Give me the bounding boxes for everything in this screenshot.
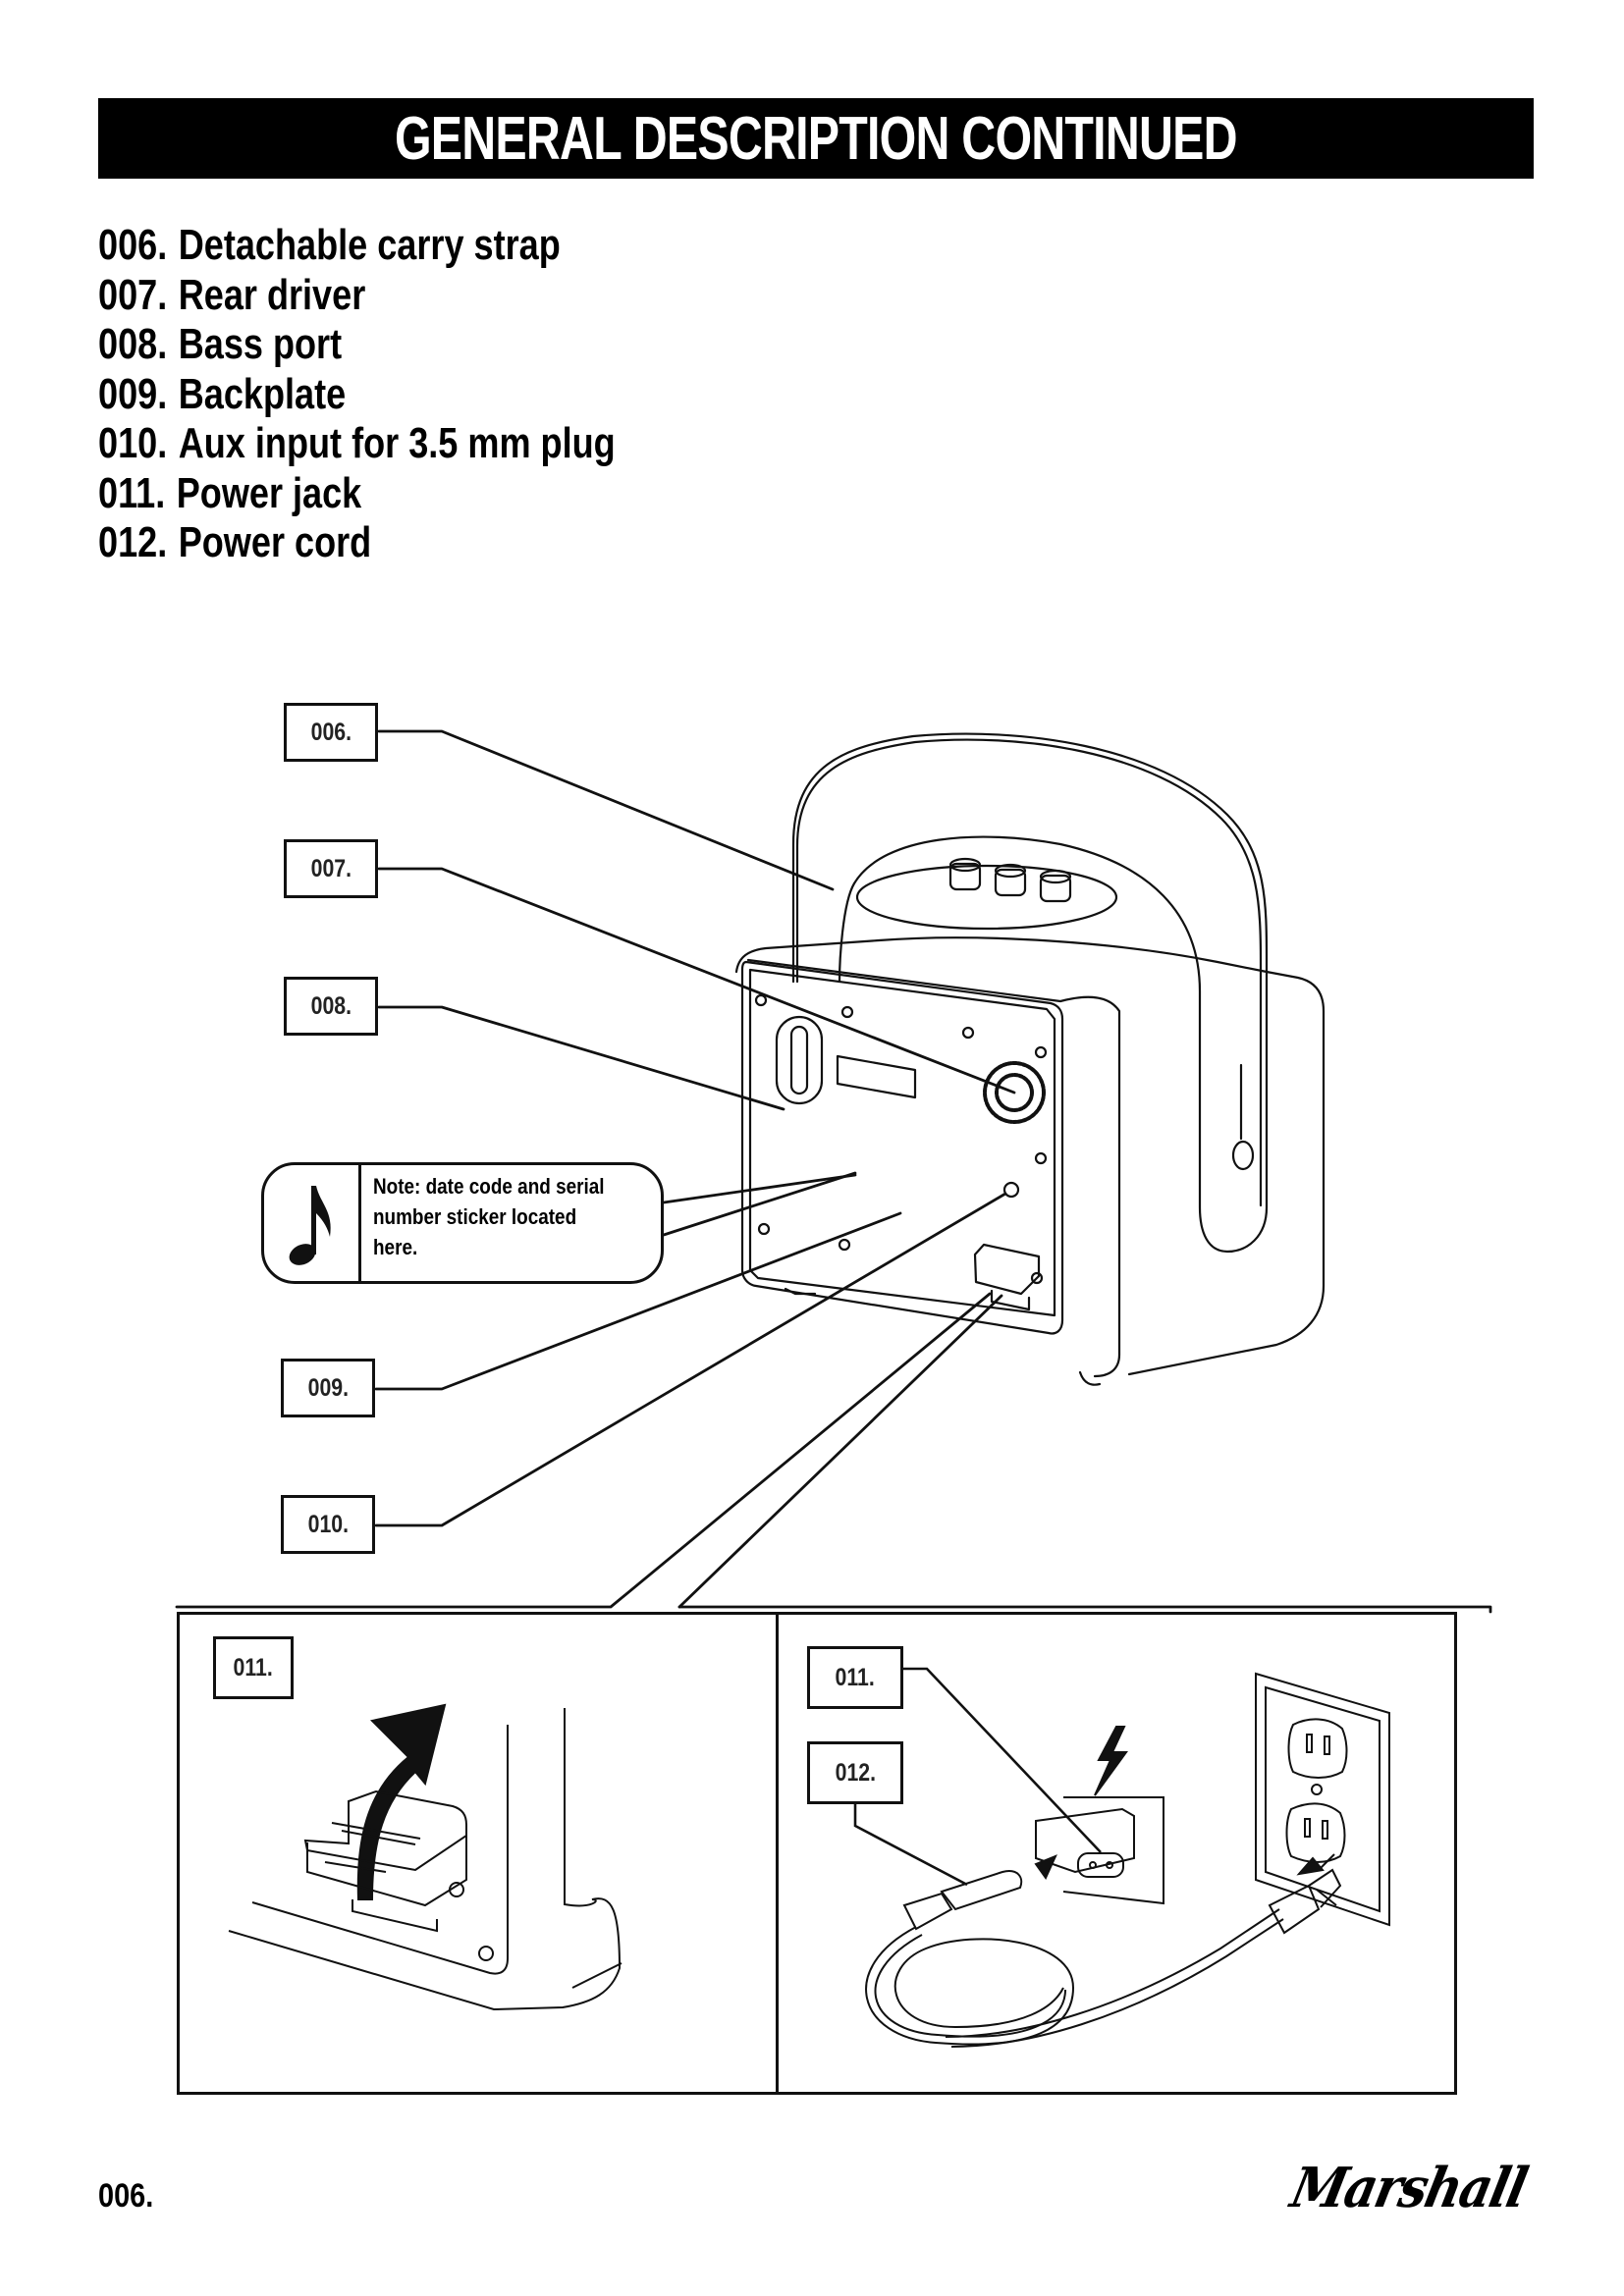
detail-panel-plug-in <box>776 1612 1457 2095</box>
lightning-bolt-icon <box>1094 1726 1128 1796</box>
note-line: number sticker located <box>373 1204 577 1229</box>
flip-up-arrow-icon <box>356 1703 447 1900</box>
power-jack-housing <box>973 1243 1041 1296</box>
power-cord-connection-illustration <box>865 1672 1390 2048</box>
part-label: Detachable carry strap <box>178 221 561 269</box>
callout-strap: 006. <box>284 703 378 762</box>
callout-aux-input: 010. <box>281 1495 375 1554</box>
sticker-area <box>836 1054 917 1099</box>
callout-label: 008. <box>310 991 352 1020</box>
note-text: Note: date code and serial number sticke… <box>361 1165 654 1281</box>
callout-label: 010. <box>307 1510 349 1538</box>
note-line: here. <box>373 1235 418 1259</box>
part-label: Power cord <box>178 518 372 566</box>
section-header: GENERAL DESCRIPTION CONTINUED <box>98 98 1534 179</box>
bass-port <box>775 1015 824 1105</box>
note-callout: Note: date code and serial number sticke… <box>261 1162 664 1284</box>
callout-backplate: 009. <box>281 1359 375 1417</box>
part-item: 010.Aux input for 3.5 mm plug <box>98 419 616 469</box>
part-number: 010. <box>98 419 168 467</box>
part-item: 006.Detachable carry strap <box>98 221 616 271</box>
aux-input-jack <box>1002 1181 1020 1199</box>
detail-panel-open-cover <box>177 1612 779 2095</box>
part-item: 011.Power jack <box>98 469 616 519</box>
part-item: 009.Backplate <box>98 370 616 420</box>
part-number: 011. <box>98 468 166 517</box>
part-number: 006. <box>98 221 168 269</box>
part-label: Bass port <box>178 320 343 368</box>
callout-power-jack-right: 011. <box>807 1646 903 1709</box>
part-number: 012. <box>98 518 168 566</box>
page-title: GENERAL DESCRIPTION CONTINUED <box>395 104 1238 173</box>
callout-bass-port: 008. <box>284 977 378 1036</box>
part-item: 008.Bass port <box>98 320 616 370</box>
control-knobs <box>948 857 1072 903</box>
rear-driver-grille <box>983 1061 1046 1124</box>
part-label: Aux input for 3.5 mm plug <box>178 419 616 467</box>
plug-in-arrow-icon <box>1296 1856 1325 1876</box>
callout-label: 011. <box>233 1653 274 1682</box>
parts-list: 006.Detachable carry strap 007.Rear driv… <box>98 221 729 568</box>
part-label: Rear driver <box>178 270 366 319</box>
part-item: 012.Power cord <box>98 518 616 568</box>
power-jack-socket <box>1077 1852 1124 1878</box>
callout-label: 009. <box>307 1373 349 1402</box>
callout-label: 011. <box>835 1663 876 1691</box>
part-number: 009. <box>98 369 168 418</box>
note-line: Note: date code and serial <box>373 1174 605 1199</box>
outlet-receptacle-top <box>1287 1718 1348 1779</box>
power-jack-cover-illustration <box>228 1703 623 2011</box>
wall-outlet-plate <box>1255 1672 1390 1927</box>
backplate <box>740 960 1064 1335</box>
part-item: 007.Rear driver <box>98 271 616 321</box>
part-number: 008. <box>98 320 168 368</box>
part-label: Power jack <box>176 468 362 517</box>
insert-arrow-icon <box>1034 1854 1057 1880</box>
music-note-icon <box>264 1165 361 1281</box>
speaker-body <box>734 857 1326 1386</box>
power-cord-connector <box>940 1870 1023 1911</box>
outlet-receptacle-bottom <box>1285 1802 1346 1863</box>
brand-logo: Marshall <box>1285 2156 1532 2220</box>
screws <box>754 993 1048 1285</box>
callout-label: 007. <box>310 854 352 882</box>
leader-lines <box>175 729 1492 1614</box>
callout-power-cord: 012. <box>807 1741 903 1804</box>
carry-strap <box>791 732 1269 1254</box>
callout-power-jack-left: 011. <box>213 1636 294 1699</box>
page-number: 006. <box>98 2177 154 2215</box>
part-number: 007. <box>98 270 168 319</box>
callout-label: 012. <box>835 1758 876 1787</box>
part-label: Backplate <box>178 369 347 418</box>
callout-label: 006. <box>310 718 352 746</box>
wall-plug <box>1268 1884 1321 1935</box>
callout-rear-driver: 007. <box>284 839 378 898</box>
